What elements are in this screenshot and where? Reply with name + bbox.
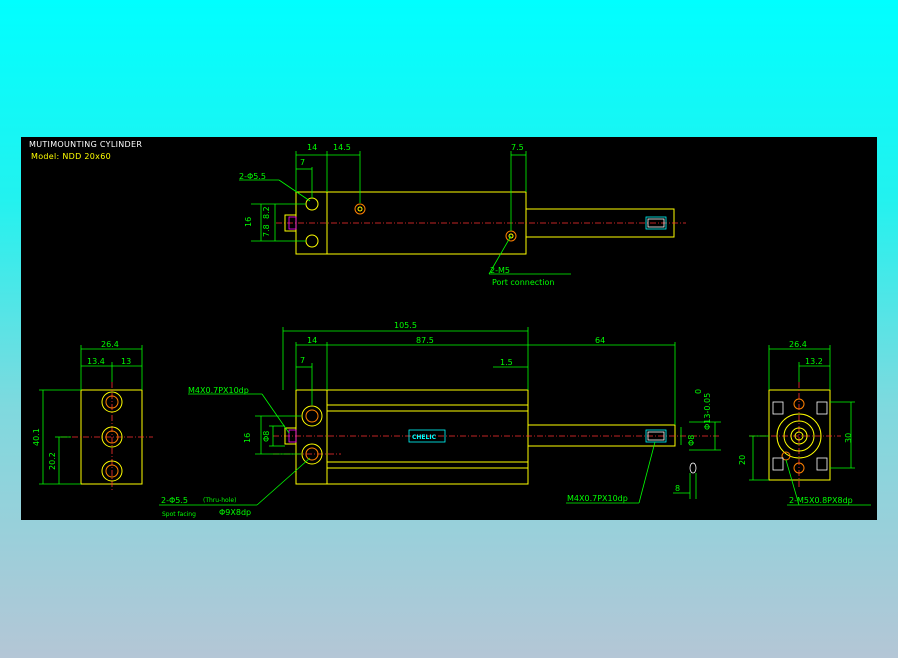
dim-front-16: 16 xyxy=(243,433,252,443)
drawing-model: Model: NDD 20x60 xyxy=(31,152,111,161)
dim-front-d13: Φ13-0.05 xyxy=(703,393,712,430)
dim-top-14-5: 14.5 xyxy=(333,143,351,152)
dim-front-7: 7 xyxy=(300,356,305,365)
dim-left-20-2: 20.2 xyxy=(48,452,57,470)
dim-top-8-2: 8.2 xyxy=(262,206,271,219)
front-spot-callout: Spot facing xyxy=(162,511,196,518)
dim-top-7: 7 xyxy=(300,158,305,167)
dim-top-14: 14 xyxy=(307,143,317,152)
front-view: CHELIC 105.5 14 87.5 64 7 1.5 xyxy=(159,321,721,518)
front-thread-right-callout: M4X0.7PX10dp xyxy=(567,494,628,503)
front-spot-value: Φ9X8dp xyxy=(219,508,251,517)
dim-right-30: 30 xyxy=(844,433,853,443)
right-end-view: 26.4 13.2 30 20 2-M5X0.8PX8dp xyxy=(738,340,871,506)
dim-top-16: 16 xyxy=(244,217,253,227)
front-view-rod xyxy=(527,424,676,447)
dim-front-87-5: 87.5 xyxy=(416,336,434,345)
dim-front-8-bottom: 8 xyxy=(675,484,680,493)
top-ports-note: Port connection xyxy=(492,278,554,287)
dim-front-d8: Φ8 xyxy=(262,431,271,442)
dim-left-40-1: 40.1 xyxy=(32,428,41,446)
dim-top-7-8: 7.8 xyxy=(262,224,271,237)
dim-right-13-2: 13.2 xyxy=(805,357,823,366)
dim-front-1-5: 1.5 xyxy=(500,358,513,367)
dim-front-14: 14 xyxy=(307,336,317,345)
chelic-logo: CHELIC xyxy=(412,434,437,441)
cad-drawing-viewport: MUTIMOUNTING CYLINDER Model: NDD 20x60 xyxy=(21,137,877,520)
top-holes-callout: 2-Φ5.5 xyxy=(239,172,266,181)
dim-left-26-4: 26.4 xyxy=(101,340,119,349)
left-end-view: 26.4 13.4 13 40.1 20.2 xyxy=(32,340,153,492)
right-view-body xyxy=(768,389,831,481)
front-holes-callout: 2-Φ5.5 xyxy=(161,496,188,505)
dim-front-d8-side: Φ8 xyxy=(687,435,696,446)
dim-front-105-5: 105.5 xyxy=(394,321,417,330)
cad-drawing: 14 14.5 7.5 7 16 7.8 8.2 2-Φ5.5 2-M5 Por… xyxy=(32,143,871,518)
dim-front-64: 64 xyxy=(595,336,605,345)
front-holes-note: (Thru-hole) xyxy=(203,497,236,504)
right-thread-callout: 2-M5X0.8PX8dp xyxy=(789,496,853,505)
drawing-title: MUTIMOUNTING CYLINDER xyxy=(29,140,143,149)
top-view: 14 14.5 7.5 7 16 7.8 8.2 2-Φ5.5 2-M5 Por… xyxy=(239,143,686,287)
dim-top-7-5: 7.5 xyxy=(511,143,524,152)
dim-right-20: 20 xyxy=(738,455,747,465)
dim-right-26-4: 26.4 xyxy=(789,340,807,349)
top-ports-callout: 2-M5 xyxy=(490,266,510,275)
dim-left-13-4: 13.4 xyxy=(87,357,105,366)
dim-left-13: 13 xyxy=(121,357,131,366)
front-thread-left-callout: M4X0.7PX10dp xyxy=(188,386,249,395)
dim-front-0: 0 xyxy=(694,389,703,394)
